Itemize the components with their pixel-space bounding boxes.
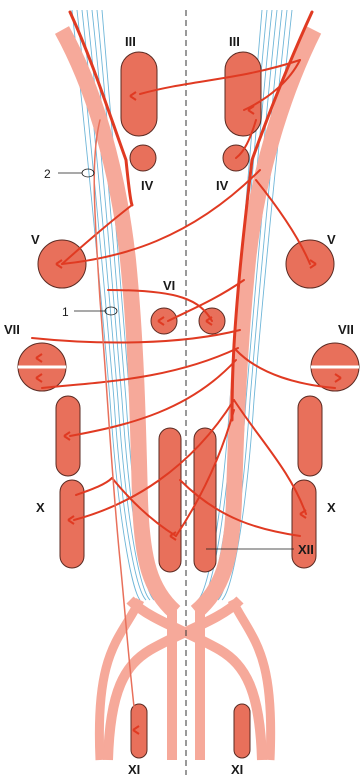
label-xi-left: XI — [128, 762, 140, 777]
label-xii: XII — [298, 542, 314, 557]
label-iii-right: III — [229, 34, 240, 49]
label-xi-right: XI — [231, 762, 243, 777]
label-vii-left: VII — [4, 322, 20, 337]
nucleus-xii-left — [159, 428, 181, 572]
label-x-left: X — [36, 500, 45, 515]
label-iv-left: IV — [141, 178, 154, 193]
label-x-right: X — [327, 500, 336, 515]
label-iv-right: IV — [216, 178, 229, 193]
label-v-left: V — [31, 232, 40, 247]
label-callout-1: 1 — [62, 305, 69, 319]
nucleus-x-left-upper — [56, 396, 80, 476]
label-iii-left: III — [125, 34, 136, 49]
callout-2-ellipse — [82, 169, 94, 177]
nucleus-x-right-upper — [298, 396, 322, 476]
nucleus-xi-right — [234, 704, 250, 758]
nuclei — [18, 52, 359, 758]
label-v-right: V — [327, 232, 336, 247]
tracts — [62, 30, 314, 760]
label-callout-2: 2 — [44, 167, 51, 181]
label-vi: VI — [163, 278, 175, 293]
nucleus-iv-left — [130, 145, 156, 171]
nucleus-vi-left — [151, 308, 177, 334]
label-vii-right: VII — [338, 322, 354, 337]
